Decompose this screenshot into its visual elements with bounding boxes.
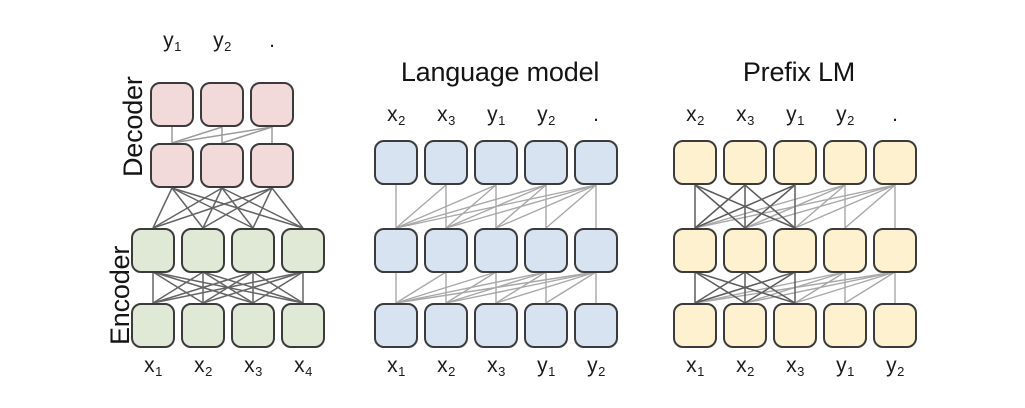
lm-token-label-bottom-1: x1 xyxy=(387,354,406,379)
encoder-cell-bottom-2 xyxy=(181,303,225,348)
lm-token-label-top-2: x3 xyxy=(437,103,456,128)
token-label-x2: x2 xyxy=(194,354,213,379)
plm-cell-mid-3 xyxy=(773,228,817,273)
plm-token-label-bottom-2: x2 xyxy=(736,354,755,379)
lm-token-label-top-3: y1 xyxy=(487,103,506,128)
lm-cell-mid-3 xyxy=(474,228,518,273)
plm-cell-top-3 xyxy=(773,140,817,185)
token-label-period: . xyxy=(269,29,275,52)
token-label-x4: x4 xyxy=(294,354,313,379)
encoder-cell-bottom-1 xyxy=(131,303,175,348)
plm-cell-mid-5 xyxy=(873,228,917,273)
side-label-decoder: Decoder xyxy=(118,76,148,177)
plm-token-label-top-4: y2 xyxy=(836,103,855,128)
panel-prefix-lm: Prefix LM x2 x3 y1 y2 . xyxy=(659,0,939,408)
lm-cell-top-4 xyxy=(524,140,568,185)
plm-token-label-top-5: . xyxy=(892,103,898,126)
encoder-cell-top-3 xyxy=(231,228,275,273)
lm-cell-mid-5 xyxy=(574,228,618,273)
lm-cell-bottom-5 xyxy=(574,303,618,348)
encoder-cell-top-2 xyxy=(181,228,225,273)
plm-cell-bottom-2 xyxy=(723,303,767,348)
lm-token-label-top-5: . xyxy=(593,103,599,126)
lm-token-label-bottom-5: y2 xyxy=(587,354,606,379)
plm-cell-top-1 xyxy=(673,140,717,185)
lm-cell-top-1 xyxy=(374,140,418,185)
lm-cell-bottom-4 xyxy=(524,303,568,348)
encoder-cell-bottom-3 xyxy=(231,303,275,348)
token-label-x3: x3 xyxy=(244,354,263,379)
panel-title-prefix-lm: Prefix LM xyxy=(742,57,856,87)
plm-token-label-bottom-5: y2 xyxy=(886,354,905,379)
lm-cell-top-2 xyxy=(424,140,468,185)
decoder-cell-top-3 xyxy=(250,82,294,127)
lm-token-label-bottom-2: x2 xyxy=(437,354,456,379)
token-label-y2: y2 xyxy=(213,29,232,54)
plm-cell-mid-4 xyxy=(823,228,867,273)
plm-token-label-top-1: x2 xyxy=(686,103,705,128)
plm-cell-top-4 xyxy=(823,140,867,185)
lm-token-label-top-4: y2 xyxy=(537,103,556,128)
decoder-cell-top-2 xyxy=(200,82,244,127)
plm-token-label-bottom-3: x3 xyxy=(786,354,805,379)
plm-token-label-bottom-4: y1 xyxy=(836,354,855,379)
plm-cell-bottom-3 xyxy=(773,303,817,348)
encoder-cell-top-4 xyxy=(281,228,325,273)
plm-cell-top-2 xyxy=(723,140,767,185)
lm-cell-mid-1 xyxy=(374,228,418,273)
decoder-cell-top-1 xyxy=(150,82,194,127)
plm-cell-mid-2 xyxy=(723,228,767,273)
lm-cell-top-5 xyxy=(574,140,618,185)
panel-title-language-model: Language model xyxy=(400,57,600,87)
decoder-cell-bottom-3 xyxy=(250,143,294,188)
plm-cell-bottom-5 xyxy=(873,303,917,348)
lm-cell-mid-2 xyxy=(424,228,468,273)
lm-cell-bottom-3 xyxy=(474,303,518,348)
lm-cell-top-3 xyxy=(474,140,518,185)
plm-cell-bottom-1 xyxy=(673,303,717,348)
lm-cell-mid-4 xyxy=(524,228,568,273)
plm-cell-mid-1 xyxy=(673,228,717,273)
panel-encoder-decoder: Decoder Encoder y1 y2 . x1 x2 xyxy=(0,0,340,408)
plm-cell-top-5 xyxy=(873,140,917,185)
lm-token-label-bottom-3: x3 xyxy=(487,354,506,379)
encoder-cell-bottom-4 xyxy=(281,303,325,348)
plm-token-label-top-2: x3 xyxy=(736,103,755,128)
plm-cell-bottom-4 xyxy=(823,303,867,348)
plm-token-label-top-3: y1 xyxy=(786,103,805,128)
lm-cell-bottom-1 xyxy=(374,303,418,348)
lm-token-label-top-1: x2 xyxy=(387,103,406,128)
decoder-cell-bottom-1 xyxy=(150,143,194,188)
lm-token-label-bottom-4: y1 xyxy=(537,354,556,379)
token-label-y1: y1 xyxy=(163,29,182,54)
panel-language-model: Language model x2 x3 y1 y2 . xyxy=(360,0,640,408)
token-label-x1: x1 xyxy=(144,354,163,379)
encoder-cell-top-1 xyxy=(131,228,175,273)
lm-cell-bottom-2 xyxy=(424,303,468,348)
decoder-cell-bottom-2 xyxy=(200,143,244,188)
plm-token-label-bottom-1: x1 xyxy=(686,354,705,379)
